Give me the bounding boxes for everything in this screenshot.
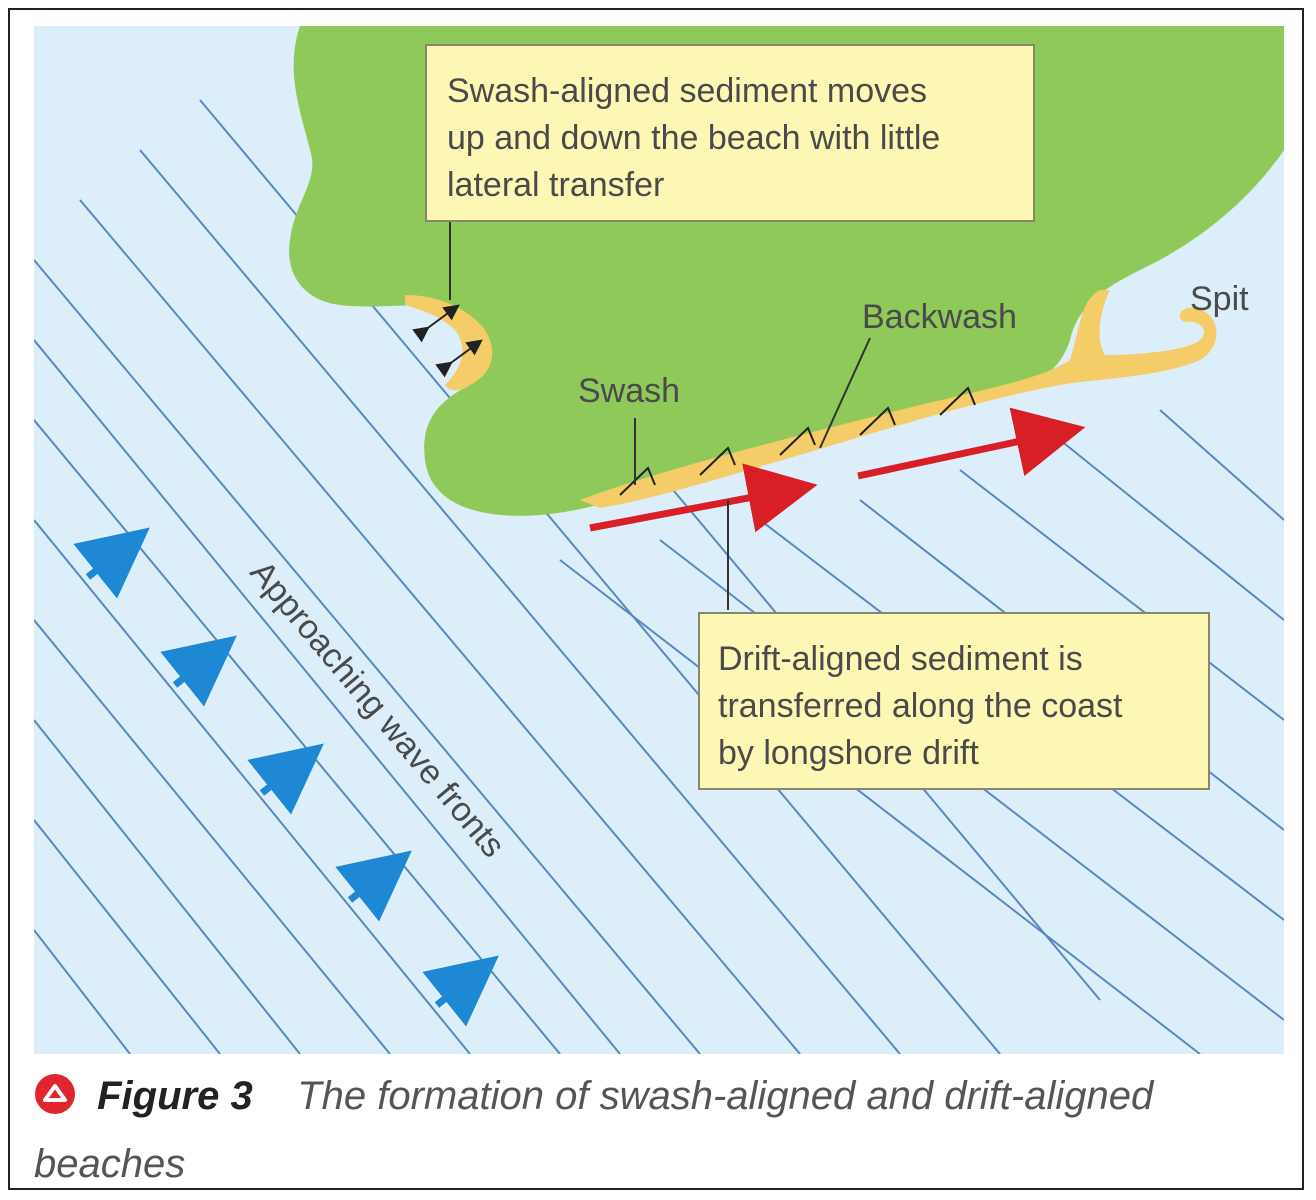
- wave-direction-arrows: [73, 527, 499, 1027]
- swash-label: Swash: [578, 372, 681, 410]
- callout-line: up and down the beach with little: [447, 119, 941, 157]
- swash-backwash-marks: [619, 386, 976, 496]
- wave-arrow-4: [335, 850, 412, 922]
- callout-line: by longshore drift: [718, 734, 979, 772]
- wave-arrow-3: [247, 743, 324, 815]
- callout-line: Swash-aligned sediment moves: [447, 72, 928, 110]
- backwash-label: Backwash: [862, 298, 1017, 336]
- figure-number: Figure 3: [97, 1074, 253, 1118]
- drift-aligned-callout: Drift-aligned sediment is transferred al…: [698, 612, 1210, 790]
- wave-arrow-5: [422, 955, 499, 1027]
- wave-arrow-1: [73, 527, 150, 599]
- swash-aligned-arrows: [412, 304, 483, 378]
- swash-aligned-callout: Swash-aligned sediment moves up and down…: [425, 44, 1035, 222]
- figure-caption-text: The formation of swash-aligned and drift…: [34, 1074, 1154, 1186]
- wave-arrow-2: [160, 635, 237, 707]
- figure-caption: Figure 3 The formation of swash-aligned …: [34, 1065, 1264, 1195]
- callout-line: transferred along the coast: [718, 687, 1123, 725]
- longshore-drift-arrows: [589, 407, 1086, 533]
- backwash-leader: [819, 337, 871, 449]
- drift-arrow-2: [857, 407, 1086, 480]
- drift-aligned-beach: [580, 290, 1217, 508]
- drift-arrow-1: [589, 463, 818, 533]
- triangle-up-in-red-circle-icon: [34, 1071, 76, 1133]
- spit-label: Spit: [1190, 280, 1249, 318]
- callout-line: Drift-aligned sediment is: [718, 640, 1083, 678]
- callout-line: lateral transfer: [447, 166, 665, 204]
- leader-lines: [449, 222, 871, 610]
